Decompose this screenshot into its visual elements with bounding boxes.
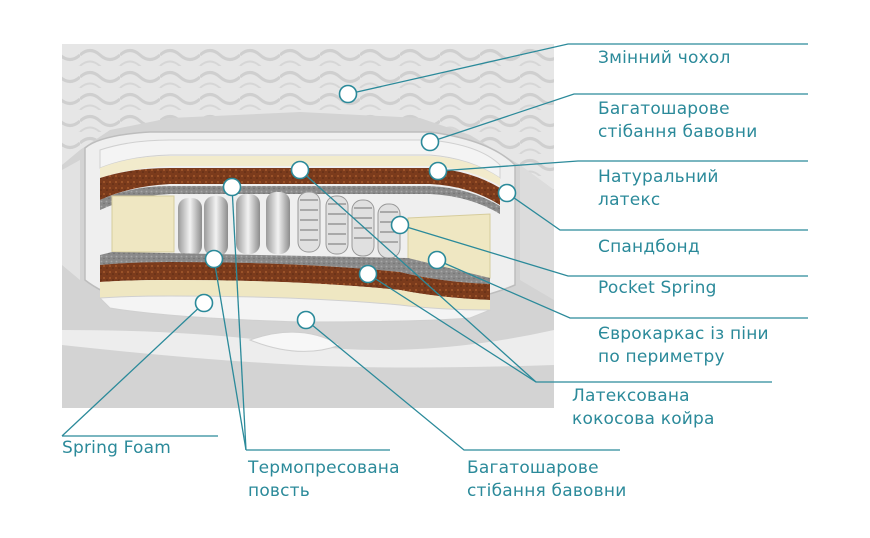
callout-lines: [61, 43, 808, 451]
label-latex-line1: Натуральний: [598, 167, 719, 187]
coir-layer-top: [100, 168, 500, 205]
label-quilting-top-line2: стібання бавовни: [598, 122, 758, 142]
label-felt-line1: Термопресована: [248, 458, 400, 478]
quilting-top-marker: [420, 132, 440, 152]
cover-marker: [338, 84, 358, 104]
label-spunbond: Спандбонд: [598, 237, 700, 257]
label-euroframe-line2: по периметру: [598, 347, 725, 367]
quilting-bottom-marker: [296, 310, 316, 330]
label-latex-line2: латекс: [598, 190, 661, 210]
label-quilting-bottom-line1: Багатошарове: [467, 458, 599, 478]
euroframe-left: [111, 195, 175, 253]
coir-top-marker: [290, 160, 310, 180]
label-cover: Змінний чохол: [598, 48, 731, 68]
felt-bottom-marker: [204, 249, 224, 269]
pocket-springs: [178, 191, 401, 259]
label-euroframe-line1: Єврокаркас із піни: [598, 324, 769, 344]
label-spring-foam: Spring Foam: [62, 438, 172, 458]
latex-strip-top: [100, 156, 500, 186]
felt-layer-top: [100, 186, 500, 214]
felt-layer-bottom: [100, 252, 490, 284]
mattress-right-side: [520, 165, 554, 300]
label-quilting-top-line1: Багатошарове: [598, 99, 730, 119]
bottom-cover-fold: [248, 331, 342, 352]
latex-marker: [428, 161, 448, 181]
label-quilting-bottom-line2: стібання бавовни: [467, 481, 627, 501]
spunbond-marker: [497, 183, 517, 203]
pocket-spring-marker: [390, 215, 410, 235]
euroframe-marker: [427, 250, 447, 270]
spring-foam-marker: [194, 293, 214, 313]
label-felt-line2: повсть: [248, 481, 311, 501]
label-pocket-spring: Pocket Spring: [598, 278, 717, 298]
mattress-left-side: [62, 160, 80, 280]
felt-top-marker: [222, 177, 242, 197]
coir-layer-bottom: [100, 262, 490, 300]
mattress-top-surface: [62, 44, 554, 190]
label-coir-line1: Латексована: [572, 386, 690, 406]
label-coir-line2: кокосова койра: [572, 409, 715, 429]
coir-bottom-marker: [358, 264, 378, 284]
spring-foam-layer: [100, 280, 490, 310]
